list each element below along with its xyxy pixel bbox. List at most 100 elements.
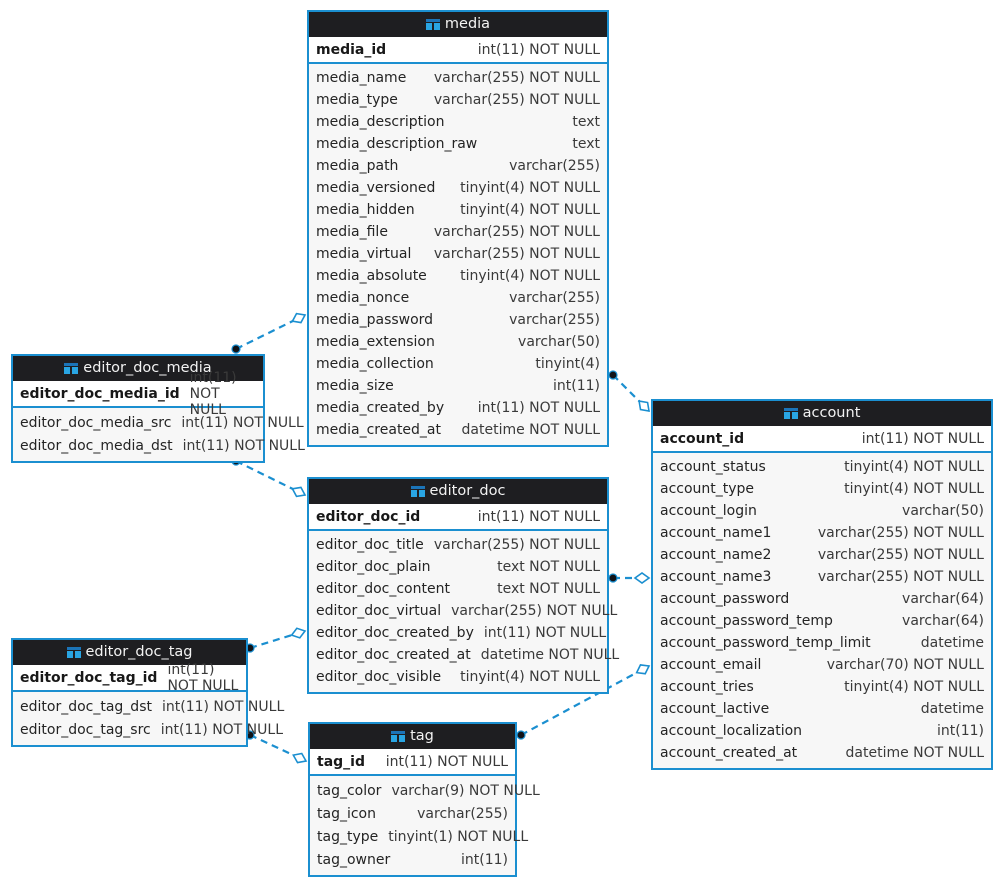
column-type: tinyint(4) NOT NULL: [460, 202, 600, 218]
column-type: tinyint(4) NOT NULL: [460, 669, 600, 685]
table-header-editor_doc_media[interactable]: editor_doc_media: [13, 356, 263, 381]
column-type: varchar(255): [417, 805, 508, 822]
rel-media-account: [608, 370, 650, 412]
column-type: int(11) NOT NULL: [182, 437, 305, 454]
column-row[interactable]: editor_doc_media_dst int(11) NOT NULL: [13, 434, 305, 457]
column-name: media_description_raw: [316, 136, 478, 152]
column-type: tinyint(4) NOT NULL: [844, 481, 984, 497]
column-name: editor_doc_visible: [316, 669, 442, 685]
column-type: varchar(64): [902, 591, 984, 607]
table-header-media[interactable]: media: [309, 12, 607, 37]
column-type: int(11) NOT NULL: [477, 41, 600, 58]
column-name: editor_doc_plain: [316, 559, 431, 575]
table-header-account[interactable]: account: [653, 401, 991, 426]
table-header-tag[interactable]: tag: [310, 724, 515, 749]
table-title: editor_doc_media: [83, 360, 212, 376]
column-type: int(11) NOT NULL: [483, 625, 607, 641]
relation-parent-diamond: [633, 572, 651, 584]
column-type: int(11) NOT NULL: [181, 414, 304, 431]
column-name: account_login: [660, 503, 757, 519]
table-icon: [425, 18, 440, 30]
column-row[interactable]: editor_doc_visible tinyint(4) NOT NULL: [309, 666, 607, 688]
column-name: editor_doc_tag_src: [20, 721, 151, 738]
column-name: media_virtual: [316, 246, 412, 262]
column-name: media_created_at: [316, 422, 442, 438]
column-type: varchar(255): [509, 158, 600, 174]
relation-child-dot: [608, 370, 618, 380]
column-name: editor_doc_media_dst: [20, 437, 173, 454]
column-type: varchar(255) NOT NULL: [433, 537, 600, 553]
column-type: tinyint(4): [535, 356, 600, 372]
table-header-editor_doc_tag[interactable]: editor_doc_tag: [13, 640, 246, 665]
table-header-editor_doc[interactable]: editor_doc: [309, 479, 607, 504]
column-name: editor_doc_tag_dst: [20, 698, 152, 715]
column-type: tinyint(4) NOT NULL: [844, 459, 984, 475]
column-row[interactable]: account_password varchar(64): [653, 588, 991, 610]
column-type: int(11) NOT NULL: [477, 508, 600, 525]
column-name: editor_doc_title: [316, 537, 424, 553]
column-name: account_password: [660, 591, 790, 607]
relation-parent-diamond: [291, 486, 307, 498]
column-type: varchar(255): [509, 312, 600, 328]
column-row[interactable]: editor_doc_tag_dst int(11) NOT NULL: [13, 695, 284, 718]
column-name: tag_color: [317, 782, 382, 799]
column-type: int(11) NOT NULL: [161, 698, 285, 715]
column-name: media_extension: [316, 334, 435, 350]
column-row[interactable]: editor_doc_title varchar(255) NOT NULL: [309, 534, 607, 556]
